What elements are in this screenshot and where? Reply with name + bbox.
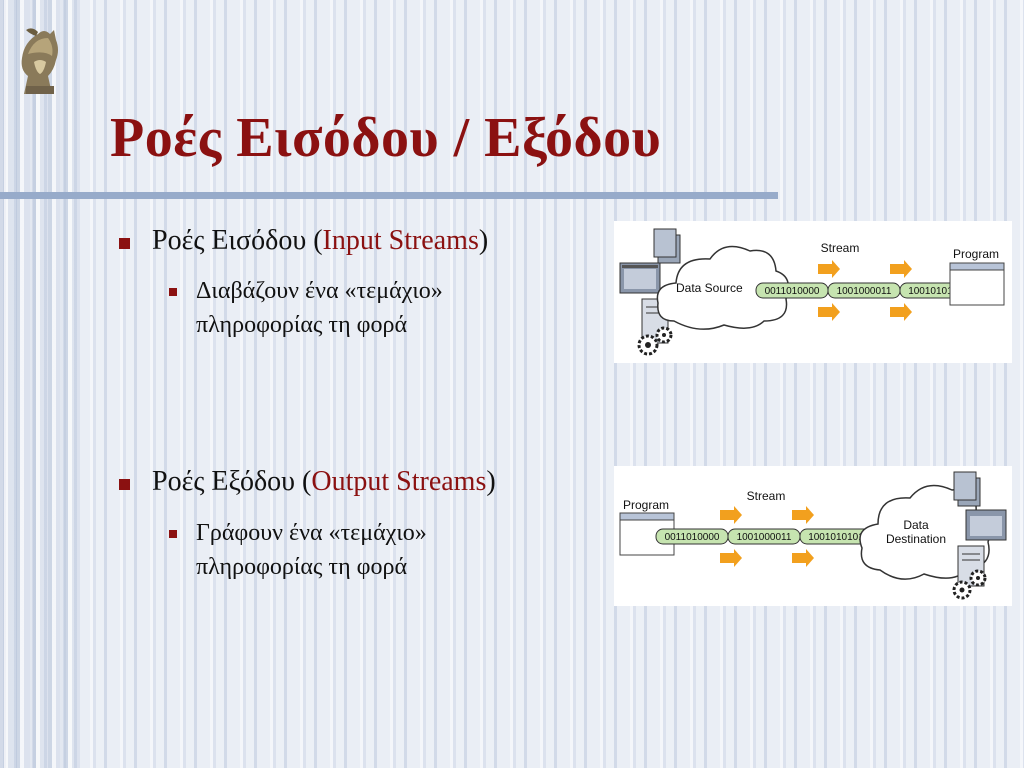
bullet-input-prefix: Ροές Εισόδου ( (152, 225, 323, 256)
output-stream-diagram: Program Stream 0011010000 1001000011 100… (614, 466, 1012, 606)
gear-icon (637, 326, 673, 356)
sub-bullet-input-line1: Διαβάζουν ένα «τεμάχιο» (196, 278, 443, 304)
sub-bullet-marker (169, 530, 177, 538)
bullet-output-suffix: ) (486, 466, 496, 497)
left-decorative-band (0, 0, 80, 768)
svg-text:1001010101: 1001010101 (908, 286, 964, 297)
sub-bullet-output-line2: πληροφορίας τη φορά (196, 554, 408, 580)
bullet-input-streams: Ροές Εισόδου (Input Streams) (119, 225, 489, 257)
program-label: Program (623, 498, 669, 512)
bullet-marker (119, 238, 130, 249)
stream-label: Stream (821, 241, 860, 255)
input-stream-diagram: Data Source 0011010000 1001000011 100101… (614, 221, 1012, 363)
svg-text:1001000011: 1001000011 (737, 532, 792, 543)
destination-label-line1: Data (903, 518, 929, 532)
program-window-icon (949, 262, 1005, 306)
sub-bullet-output: Γράφουν ένα «τεμάχιο» πληροφορίας τη φορ… (169, 516, 427, 584)
bit-segment: 0011010000 (655, 528, 729, 545)
stream-label: Stream (747, 489, 786, 503)
bit-segment: 1001000011 (827, 282, 901, 299)
bullet-input-suffix: ) (478, 225, 489, 256)
computer-monitor-icon (965, 509, 1007, 541)
data-source-cloud (656, 245, 790, 330)
title-underline (0, 192, 778, 199)
athena-helmet-logo (21, 28, 59, 94)
document-stack-icon (953, 471, 981, 507)
slide-title: Ροές Εισόδου / Εξόδου (110, 107, 662, 169)
sub-bullet-input: Διαβάζουν ένα «τεμάχιο» πληροφορίας τη φ… (169, 274, 443, 342)
document-stack-icon (653, 228, 681, 264)
bullet-output-streams: Ροές Εξόδου (Output Streams) (119, 466, 496, 498)
stream-arrows (720, 506, 814, 567)
svg-text:0011010000: 0011010000 (765, 286, 820, 297)
sub-bullet-input-line2: πληροφορίας τη φορά (196, 312, 408, 338)
sub-bullet-output-line1: Γράφουν ένα «τεμάχιο» (196, 520, 427, 546)
data-source-label: Data Source (676, 281, 743, 295)
destination-label-line2: Destination (886, 532, 946, 546)
gear-icon (952, 569, 987, 600)
computer-monitor-icon (619, 262, 661, 294)
bit-segment: 0011010000 (755, 282, 829, 299)
bullet-output-prefix: Ροές Εξόδου ( (152, 466, 312, 497)
svg-text:0011010000: 0011010000 (665, 532, 720, 543)
bullet-input-term: Input Streams (322, 225, 479, 256)
bullet-marker (119, 479, 130, 490)
sub-bullet-marker (169, 288, 177, 296)
stream-arrows (818, 260, 912, 321)
svg-text:1001000011: 1001000011 (837, 286, 892, 297)
svg-text:1001010101: 1001010101 (808, 532, 864, 543)
bullet-output-term: Output Streams (311, 466, 487, 497)
program-label: Program (953, 247, 999, 261)
bit-segment: 1001000011 (727, 528, 801, 545)
